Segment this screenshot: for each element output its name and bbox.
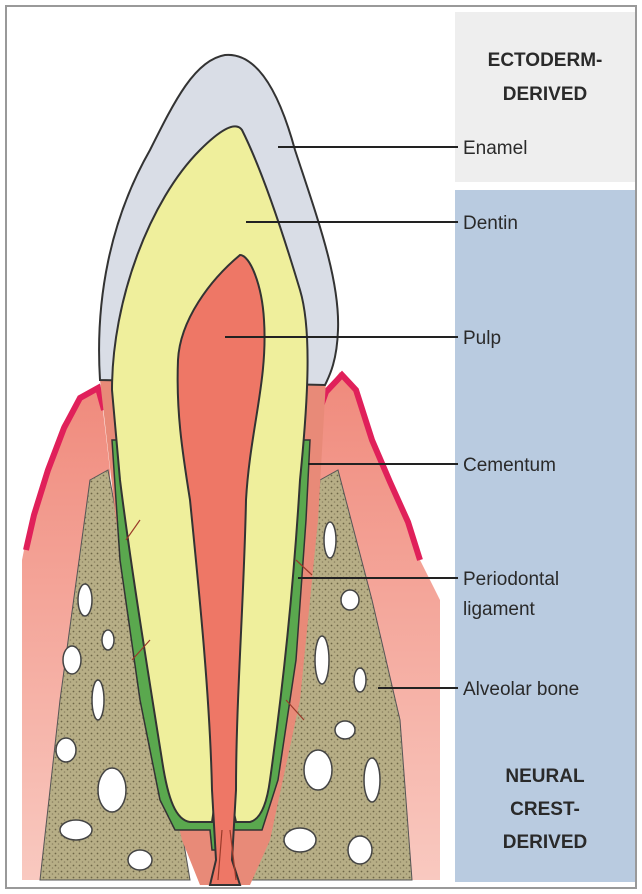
label-cementum: Cementum xyxy=(463,455,556,476)
neural-heading-line1: NEURAL xyxy=(505,766,585,787)
neural-heading-line2: CREST- xyxy=(510,799,580,820)
label-enamel: Enamel xyxy=(463,138,527,159)
label-periodontal-line2: ligament xyxy=(463,599,536,620)
label-periodontal-line1: Periodontal xyxy=(463,569,559,590)
ectoderm-heading-line1: ECTODERM- xyxy=(488,50,603,71)
neural-heading-line3: DERIVED xyxy=(503,832,587,853)
label-dentin: Dentin xyxy=(463,213,518,234)
label-pulp: Pulp xyxy=(463,328,501,349)
label-alveolar-bone: Alveolar bone xyxy=(463,679,579,700)
ectoderm-heading-line2: DERIVED xyxy=(503,84,587,105)
